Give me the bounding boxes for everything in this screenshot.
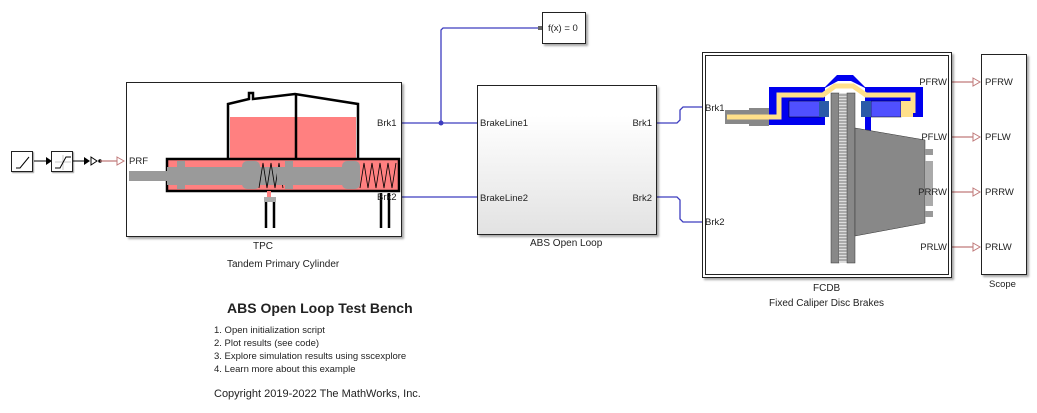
fcdb-port-brk1: Brk1 (705, 103, 725, 114)
saturation-icon (55, 155, 71, 170)
link-explore-results[interactable]: 3. Explore simulation results using ssce… (214, 351, 407, 362)
prrw-port-arrow (972, 187, 982, 197)
ramp-icon (16, 156, 30, 169)
hydraulic-line-abs-brk2[interactable] (657, 196, 703, 223)
arrow-head (46, 157, 52, 165)
tpc-port-brk1: Brk1 (377, 118, 397, 129)
scope-port-pflw: PFLW (985, 132, 1011, 143)
abs-port-brk1: Brk1 (632, 118, 652, 129)
scope-block[interactable]: PFRW PFLW PRRW PRLW (981, 54, 1027, 275)
copyright-text: Copyright 2019-2022 The MathWorks, Inc. (214, 388, 421, 400)
scope-block-name[interactable]: Scope (989, 279, 1016, 290)
solver-config-block[interactable]: f(x) = 0 (542, 12, 586, 44)
fcdb-inner-frame (705, 55, 949, 275)
saturation-block[interactable] (51, 151, 73, 172)
hydraulic-line-solver[interactable] (440, 27, 540, 123)
arrow-head (84, 157, 90, 165)
pflw-port-arrow (972, 132, 982, 142)
tpc-port-brk2: Brk2 (377, 192, 397, 203)
fcdb-port-prlw: PRLW (920, 242, 947, 253)
prlw-port-arrow (972, 242, 982, 252)
tpc-port-prf: PRF (129, 156, 148, 167)
scope-port-prlw: PRLW (985, 242, 1012, 253)
fcdb-port-pflw: PFLW (921, 132, 947, 143)
fcdb-block[interactable]: Brk1 Brk2 PFRW PFLW PRRW PRLW (702, 52, 952, 278)
scope-signal-lines (951, 77, 982, 252)
tpc-block-name[interactable]: TPC (253, 241, 273, 252)
scope-port-prrw: PRRW (985, 187, 1014, 198)
hydraulic-line-abs-brk1[interactable] (657, 106, 703, 124)
prf-port-arrow (116, 156, 126, 166)
link-open-init-script[interactable]: 1. Open initialization script (214, 325, 325, 336)
fcdb-port-pfrw: PFRW (919, 77, 947, 88)
abs-port-brakeline1: BrakeLine1 (480, 118, 529, 129)
abs-port-brakeline2: BrakeLine2 (480, 193, 529, 204)
tandem-cylinder-icon (129, 91, 401, 228)
ps-converter-icon[interactable] (90, 156, 98, 166)
abs-port-brk2: Brk2 (632, 193, 652, 204)
tpc-block[interactable] (126, 82, 402, 237)
fcdb-port-prrw: PRRW (918, 187, 947, 198)
abs-block-name[interactable]: ABS Open Loop (530, 238, 603, 249)
model-links-list: 1. Open initialization script 2. Plot re… (214, 324, 406, 376)
tpc-block-description: Tandem Primary Cylinder (227, 259, 340, 270)
fcdb-block-name[interactable]: FCDB (813, 283, 841, 294)
abs-open-loop-block[interactable]: BrakeLine1 BrakeLine2 Brk1 Brk2 (477, 85, 657, 235)
disc-brake-icon (725, 75, 933, 264)
link-learn-more[interactable]: 4. Learn more about this example (214, 364, 356, 375)
pfrw-port-arrow (972, 77, 982, 87)
model-title: ABS Open Loop Test Bench (227, 300, 413, 316)
solver-label: f(x) = 0 (548, 23, 578, 34)
fcdb-block-description: Fixed Caliper Disc Brakes (769, 298, 885, 309)
link-plot-results[interactable]: 2. Plot results (see code) (214, 338, 320, 349)
scope-port-pfrw: PFRW (985, 77, 1013, 88)
ramp-block[interactable] (11, 151, 33, 172)
fcdb-port-brk2: Brk2 (705, 217, 725, 228)
solver-port (538, 26, 542, 30)
